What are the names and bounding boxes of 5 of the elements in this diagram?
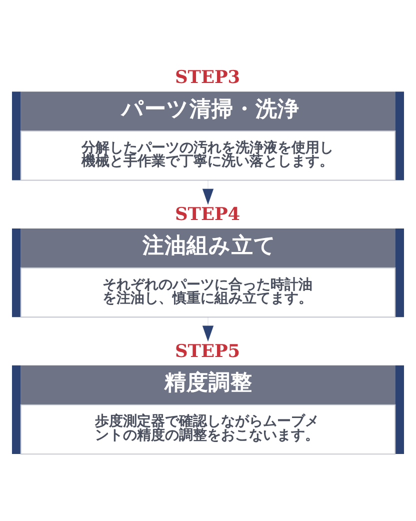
node-label: STEP5 xyxy=(175,340,240,362)
arrow xyxy=(202,180,214,204)
node-label: STEP3 xyxy=(175,66,240,88)
node-label: STEP4 xyxy=(175,204,240,225)
arrow xyxy=(202,316,214,342)
